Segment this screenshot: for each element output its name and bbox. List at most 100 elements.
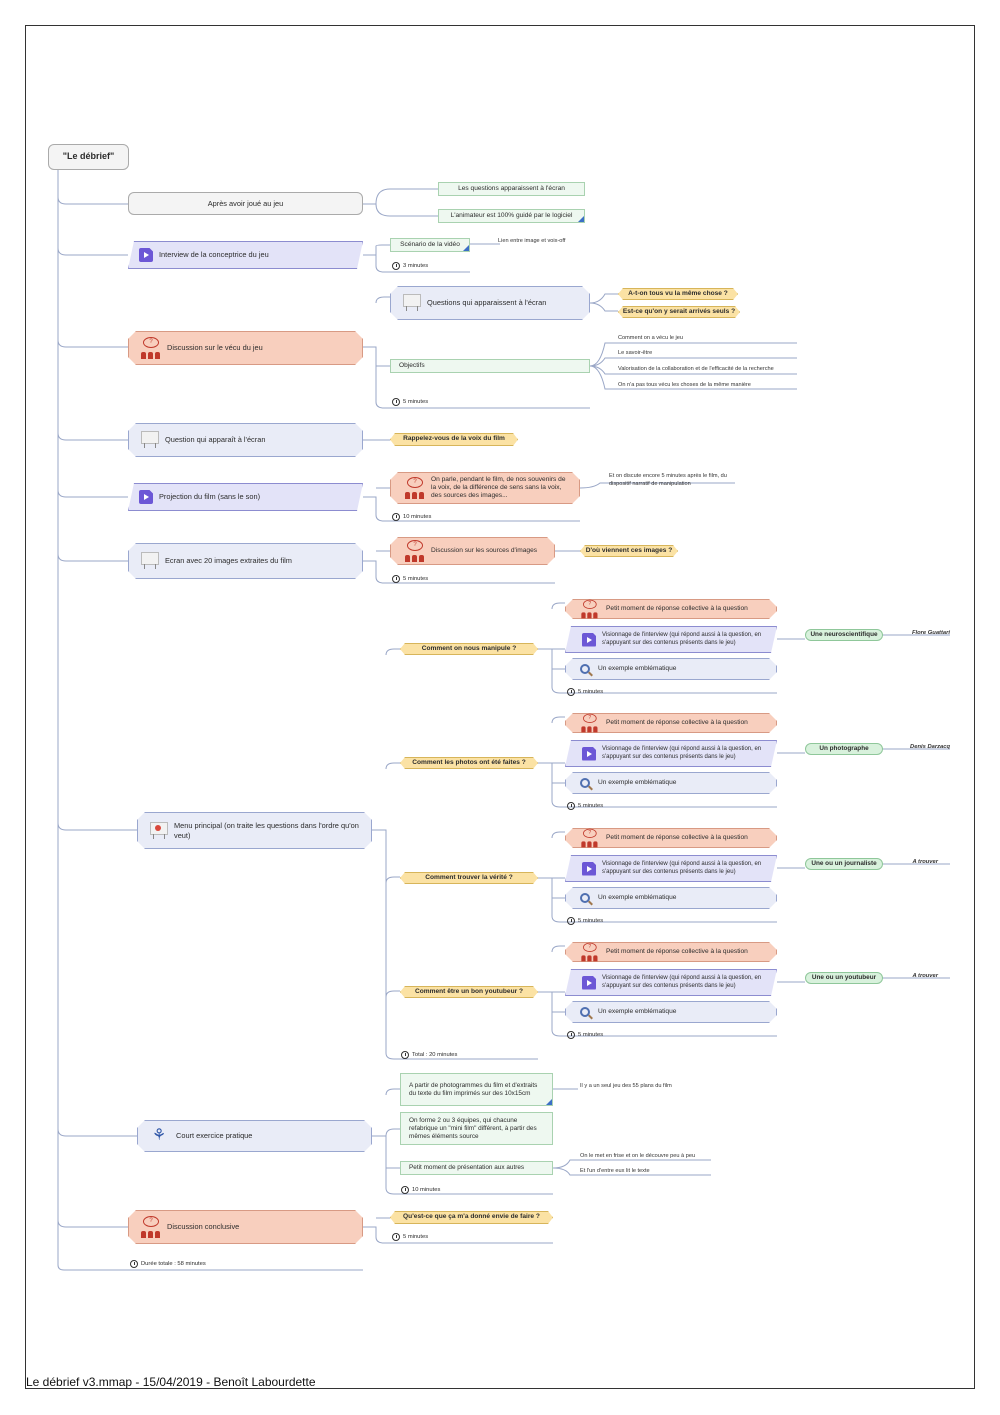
exemple-emblematique[interactable]: Un exemple emblématique	[565, 772, 777, 794]
node-apres[interactable]: Après avoir joué au jeu	[128, 192, 363, 215]
visio-label: Visionnage de l'interview (qui répond au…	[602, 746, 762, 760]
timer-label: 5 minutes	[578, 1032, 604, 1038]
scenario-video-label: Scénario de la vidéo	[400, 240, 460, 248]
exemple-label: Un exemple emblématique	[598, 778, 677, 786]
discussion-icon: ?	[403, 540, 425, 562]
question-tag[interactable]: Comment on nous manipule ?	[400, 643, 538, 655]
timer-menu-total: Total : 20 minutes	[401, 1051, 457, 1059]
role-label: Un photographe	[819, 745, 869, 752]
timer-label: 5 minutes	[578, 803, 604, 809]
node-objectifs[interactable]: Objectifs	[390, 359, 590, 373]
scenario-video[interactable]: Scénario de la vidéo	[390, 238, 470, 252]
board-icon	[139, 552, 159, 570]
reponse-label: Petit moment de réponse collective à la …	[606, 718, 748, 726]
reponse-collective[interactable]: ?Petit moment de réponse collective à la…	[565, 828, 777, 848]
node-discussion-vecu[interactable]: ? Discussion sur le vécu du jeu	[128, 331, 363, 365]
node-ecran20[interactable]: Ecran avec 20 images extraites du film	[128, 543, 363, 579]
dancer-icon: ⚘	[151, 1127, 167, 1144]
node-conclusive-label: Discussion conclusive	[167, 1222, 240, 1232]
exercice-item-2[interactable]: On forme 2 ou 3 équipes, qui chacune ref…	[400, 1112, 553, 1145]
stopwatch-icon	[130, 1260, 138, 1268]
tag-seuls[interactable]: Est-ce qu'on y serait arrivés seuls ?	[618, 306, 740, 318]
node-questions-ecran[interactable]: Questions qui apparaissent à l'écran	[390, 286, 590, 320]
stopwatch-icon	[392, 398, 400, 406]
node-question-ecran[interactable]: Question qui apparaît à l'écran	[128, 423, 363, 457]
exemple-emblematique[interactable]: Un exemple emblématique	[565, 658, 777, 680]
magnifier-icon	[580, 1007, 590, 1017]
node-interview-label: Interview de la conceptrice du jeu	[159, 250, 269, 260]
question-tag[interactable]: Comment être un bon youtubeur ?	[400, 986, 538, 998]
board-icon	[139, 431, 159, 449]
tag-meme-chose[interactable]: A-t-on tous vu la même chose ?	[618, 288, 738, 300]
reponse-collective[interactable]: ?Petit moment de réponse collective à la…	[565, 599, 777, 619]
root-node[interactable]: "Le débrief"	[48, 144, 129, 170]
node-objectifs-label: Objectifs	[399, 361, 425, 369]
tag-voix-film[interactable]: Rappelez-vous de la voix du film	[390, 433, 518, 446]
node-projection-label: Projection du film (sans le son)	[159, 492, 261, 502]
question-label: Comment trouver la vérité ?	[425, 873, 513, 881]
video-icon	[139, 248, 153, 262]
timer-branch: 5 minutes	[567, 802, 603, 810]
question-tag[interactable]: Comment les photos ont été faites ?	[400, 757, 538, 769]
visionnage-interview[interactable]: Visionnage de l'interview (qui répond au…	[565, 740, 777, 767]
video-icon	[139, 490, 153, 504]
role-tag[interactable]: Une neuroscientifique	[805, 629, 883, 641]
node-apres-label: Après avoir joué au jeu	[207, 198, 284, 208]
tag-envie[interactable]: Qu'est-ce que ça m'a donné envie de fair…	[390, 1211, 553, 1224]
magnifier-icon	[580, 893, 590, 903]
obj-note-3: Valorisation de la collaboration et de l…	[618, 366, 774, 372]
node-on-parle[interactable]: ? On parle, pendant le film, de nos souv…	[390, 472, 580, 504]
role-label: Une neuroscientifique	[810, 631, 878, 638]
tag-label: A-t-on tous vu la même chose ?	[628, 289, 728, 297]
exemple-label: Un exemple emblématique	[598, 664, 677, 672]
reponse-collective[interactable]: ?Petit moment de réponse collective à la…	[565, 942, 777, 962]
exercice-item-label: A partir de photogrammes du film et d'ex…	[409, 1081, 538, 1097]
node-projection[interactable]: Projection du film (sans le son)	[128, 483, 363, 511]
node-menu-principal[interactable]: Menu principal (on traite les questions …	[137, 812, 372, 849]
apres-sub-2[interactable]: L'animateur est 100% guidé par le logici…	[438, 209, 585, 223]
timer-label: 5 minutes	[578, 689, 604, 695]
exemple-emblematique[interactable]: Un exemple emblématique	[565, 887, 777, 909]
apres-sub-1[interactable]: Les questions apparaissent à l'écran	[438, 182, 585, 196]
role-tag[interactable]: Une ou un journaliste	[805, 858, 883, 870]
timer-label: 5 minutes	[403, 1234, 429, 1240]
node-sources-label: Discussion sur les sources d'images	[431, 546, 538, 554]
node-exercice[interactable]: ⚘ Court exercice pratique	[137, 1120, 372, 1152]
role-tag[interactable]: Un photographe	[805, 743, 883, 755]
node-menu-label: Menu principal (on traite les questions …	[174, 821, 359, 840]
node-conclusive[interactable]: ? Discussion conclusive	[128, 1210, 363, 1244]
exercice-note-1: Il y a un seul jeu des 55 plans du film	[580, 1083, 672, 1089]
exercice-item-3[interactable]: Petit moment de présentation aux autres	[400, 1161, 553, 1175]
visio-label: Visionnage de l'interview (qui répond au…	[602, 632, 762, 646]
question-label: Comment être un bon youtubeur ?	[414, 987, 524, 995]
role-label: Une ou un youtubeur	[811, 974, 877, 981]
exemple-emblematique[interactable]: Un exemple emblématique	[565, 1001, 777, 1023]
question-tag[interactable]: Comment trouver la vérité ?	[400, 872, 538, 884]
scenario-note: Lien entre image et voix-off	[498, 238, 566, 244]
timer-label: Total : 20 minutes	[412, 1052, 458, 1058]
person-name: A trouver	[912, 973, 938, 979]
visionnage-interview[interactable]: Visionnage de l'interview (qui répond au…	[565, 626, 777, 653]
stopwatch-icon	[401, 1186, 409, 1194]
visionnage-interview[interactable]: Visionnage de l'interview (qui répond au…	[565, 855, 777, 882]
visio-label: Visionnage de l'interview (qui répond au…	[602, 975, 762, 989]
role-label: Une ou un journaliste	[811, 860, 877, 867]
tag-ou-viennent[interactable]: D'où viennent ces images ?	[580, 545, 678, 557]
node-exercice-label: Court exercice pratique	[176, 1131, 253, 1141]
role-tag[interactable]: Une ou un youtubeur	[805, 972, 883, 984]
node-sources-images[interactable]: ? Discussion sur les sources d'images	[390, 537, 555, 565]
node-interview[interactable]: Interview de la conceptrice du jeu	[128, 241, 363, 269]
tag-label: Est-ce qu'on y serait arrivés seuls ?	[622, 307, 736, 315]
video-icon	[582, 862, 596, 876]
discussion-icon: ?	[580, 600, 599, 619]
visionnage-interview[interactable]: Visionnage de l'interview (qui répond au…	[565, 969, 777, 996]
exercice-item-1[interactable]: A partir de photogrammes du film et d'ex…	[400, 1073, 553, 1106]
exercice-item-label: Petit moment de présentation aux autres	[409, 1164, 525, 1171]
timer-label: 3 minutes	[403, 263, 429, 269]
reponse-collective[interactable]: ?Petit moment de réponse collective à la…	[565, 713, 777, 733]
timer-label: 5 minutes	[403, 576, 429, 582]
stopwatch-icon	[392, 262, 400, 270]
visio-label: Visionnage de l'interview (qui répond au…	[602, 861, 762, 875]
timer-branch: 5 minutes	[567, 917, 603, 925]
timer-exercice: 10 minutes	[401, 1186, 440, 1194]
